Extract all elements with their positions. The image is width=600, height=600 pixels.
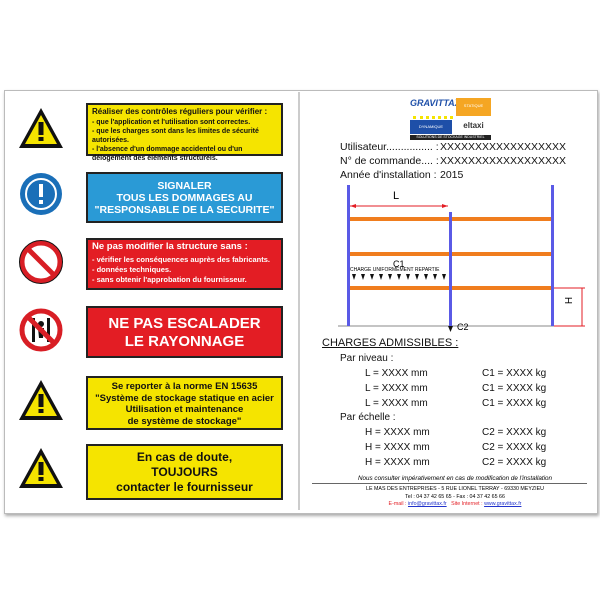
site-label: Site Internet : xyxy=(451,501,483,507)
charges-title: CHARGES ADMISSIBLES : xyxy=(322,337,459,349)
year-value: 2015 xyxy=(440,169,464,181)
level-C1-value: C1 = XXXX kg xyxy=(482,398,547,409)
beam xyxy=(452,286,551,290)
user-label: Utilisateur................ : xyxy=(340,141,439,153)
sign-line: - vérifier les conséquences auprès des f… xyxy=(92,255,270,264)
sign-line: Se reporter à la norme EN 15635 xyxy=(111,381,258,392)
logo-tagline: SOLUTIONS DE STOCKAGE INDUSTRIEL xyxy=(410,135,491,140)
sign-no-climbing: NE PAS ESCALADER LE RAYONNAGE xyxy=(86,306,283,358)
rack-diagram xyxy=(338,185,585,332)
order-label: N° de commande.... : xyxy=(340,155,439,167)
sign-line: TOUJOURS xyxy=(151,465,218,479)
logo-dynamique: DYNAMIQUE xyxy=(410,120,452,134)
sign-line: LE RAYONNAGE xyxy=(124,333,245,350)
sign-report-damage: SIGNALER TOUS LES DOMMAGES AU "RESPONSAB… xyxy=(86,172,283,223)
sign-sheet xyxy=(4,90,598,514)
sign-line: - sans obtenir l'approbation du fourniss… xyxy=(92,275,247,284)
frame-H-value: H = XXXX mm xyxy=(365,457,430,468)
sign-standard-en15635: Se reporter à la norme EN 15635 "Système… xyxy=(86,376,283,430)
sign-line: SIGNALER xyxy=(157,180,212,192)
frame-H-value: H = XXXX mm xyxy=(365,442,430,453)
sign-line: - données techniques. xyxy=(92,265,172,274)
frame-H-value: H = XXXX mm xyxy=(365,427,430,438)
user-value: XXXXXXXXXXXXXXXXXX xyxy=(440,141,567,153)
column-divider xyxy=(298,92,300,510)
beam xyxy=(452,252,551,256)
sign-line: - l'absence d'un dommage accidentel ou d… xyxy=(92,146,243,162)
frame-C2-value: C2 = XXXX kg xyxy=(482,457,547,468)
frame-C2-value: C2 = XXXX kg xyxy=(482,442,547,453)
frame-C2-value: C2 = XXXX kg xyxy=(482,427,547,438)
site-link[interactable]: www.gravittax.fr xyxy=(484,501,522,507)
H-label: H xyxy=(564,296,576,305)
sign-line: "Système de stockage statique en acier xyxy=(95,392,274,404)
upright-right xyxy=(551,185,554,326)
level-C1-value: C1 = XXXX kg xyxy=(482,383,547,394)
sign-line: Utilisation et maintenance xyxy=(125,404,244,415)
upright-left xyxy=(347,185,350,326)
level-C1-value: C1 = XXXX kg xyxy=(482,368,547,379)
year-label: Année d'installation : xyxy=(340,169,437,181)
no-climbing-icon xyxy=(19,308,63,352)
beam xyxy=(350,217,449,221)
exclamation-mandatory-icon xyxy=(20,173,62,215)
sign-line: contacter le fournisseur xyxy=(116,480,253,494)
per-frame-heading: Par échelle : xyxy=(340,412,396,423)
sign-line: TOUS LES DOMMAGES AU xyxy=(116,192,253,204)
email-label: E-mail : xyxy=(388,501,407,507)
beam xyxy=(350,252,449,256)
sign-line: En cas de doute, xyxy=(136,450,233,464)
sign-no-modification: Ne pas modifier la structure sans : - vé… xyxy=(86,238,283,290)
logo-statique: STATIQUE xyxy=(456,98,491,116)
level-L-value: L = XXXX mm xyxy=(365,368,428,379)
warning-triangle-icon xyxy=(19,448,63,488)
sign-line: - que l'application et l'utilisation son… xyxy=(92,119,251,126)
sign-contact-supplier: En cas de doute, TOUJOURS contacter le f… xyxy=(86,444,283,500)
C2-label: C2 xyxy=(457,322,469,332)
footer-contact: E-mail : info@gravittax.fr Site Internet… xyxy=(310,501,600,507)
logo-eltaxi: eltaxi xyxy=(463,121,484,130)
per-level-heading: Par niveau : xyxy=(340,353,394,364)
level-L-value: L = XXXX mm xyxy=(365,398,428,409)
warning-triangle-icon xyxy=(19,108,63,148)
sign-line: de système de stockage" xyxy=(127,415,242,427)
gravittax-logo: GRAVITTAX STATIQUE DYNAMIQUE eltaxi SOLU… xyxy=(410,98,491,140)
level-L-value: L = XXXX mm xyxy=(365,383,428,394)
C1-label: C1 xyxy=(393,259,405,269)
load-arrows xyxy=(352,274,453,332)
charge-label: CHARGE UNIFORMEMENT REPARTIE xyxy=(350,267,440,273)
email-link[interactable]: info@gravittax.fr xyxy=(407,501,447,507)
upright-middle xyxy=(449,212,452,326)
sign-line: - que les charges sont dans les limites … xyxy=(92,128,259,144)
modification-note: Nous consulter impérativement en cas de … xyxy=(357,475,553,482)
prohibited-icon xyxy=(19,240,63,284)
order-value: XXXXXXXXXXXXXXXXXX xyxy=(440,155,567,167)
beam xyxy=(452,217,551,221)
sign-line: "RESPONSABLE DE LA SECURITE" xyxy=(94,204,275,216)
beam xyxy=(350,286,449,290)
sign-inspections: Réaliser des contrôles réguliers pour vé… xyxy=(86,103,283,162)
sign-line: NE PAS ESCALADER xyxy=(108,315,261,332)
sign-title: Réaliser des contrôles réguliers pour vé… xyxy=(92,107,268,116)
logo-brand: GRAVITTAX xyxy=(410,98,461,118)
footer-address: LE MAS DES ENTREPRISES - 5 RUE LIONEL TE… xyxy=(366,486,544,492)
L-label: L xyxy=(393,190,400,202)
footer-rule xyxy=(312,483,587,484)
sign-title: Ne pas modifier la structure sans : xyxy=(92,241,248,252)
warning-triangle-icon xyxy=(19,380,63,420)
footer-phone: Tel : 04 37 42 65 65 - Fax : 04 37 42 65… xyxy=(405,494,505,500)
